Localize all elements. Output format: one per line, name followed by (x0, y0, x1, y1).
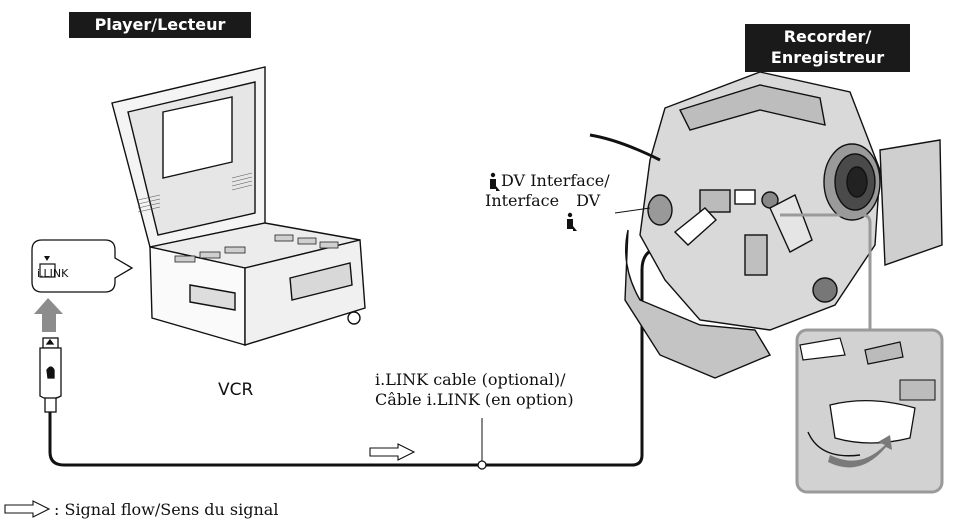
inset-closeup (780, 213, 944, 494)
legend-signal-flow-arrow-icon (4, 500, 51, 518)
cable-label: i.LINK cable (optional)/ Câble i.LINK (e… (375, 370, 574, 410)
recorder-label-line1: Recorder/ (783, 27, 872, 46)
signal-flow-arrow-icon (369, 443, 416, 461)
cable-label-line2: Câble i.LINK (en option) (375, 390, 574, 409)
ilink-port-callout (31, 239, 134, 293)
recorder-label: Recorder/ Enregistreur (745, 24, 910, 72)
port-marker-icon (44, 256, 50, 261)
dv-interface-line1: DV Interface/ (501, 171, 610, 190)
open-direction-arrow-icon (828, 435, 892, 468)
ilink-port-icon (39, 263, 56, 278)
vcr-label: VCR (218, 380, 254, 400)
ilink-cable (48, 230, 676, 467)
dv-interface-line2: Interface DV (485, 191, 610, 211)
camcorder-device (589, 71, 943, 379)
legend-text: : Signal flow/Sens du signal (54, 499, 279, 519)
player-label: Player/Lecteur (69, 12, 251, 38)
player-label-text: Player/Lecteur (94, 15, 226, 34)
legend: : Signal flow/Sens du signal (0, 497, 278, 521)
ilink-symbol-icon (490, 172, 500, 191)
ilink-plug-left (39, 337, 62, 413)
dv-interface-line2-text: Interface (485, 191, 560, 210)
ilink-symbol-icon-2 (567, 212, 577, 231)
cable-label-line1: i.LINK cable (optional)/ (375, 370, 566, 389)
recorder-label-line2: Enregistreur (770, 48, 885, 67)
dv-interface-line2-suffix: DV (576, 191, 601, 210)
dv-interface-label: DV Interface/ Interface DV (485, 171, 610, 211)
vcr-device (111, 66, 366, 346)
ilink-port-label: i.LINK (37, 267, 69, 280)
upload-arrow-icon (34, 298, 63, 332)
